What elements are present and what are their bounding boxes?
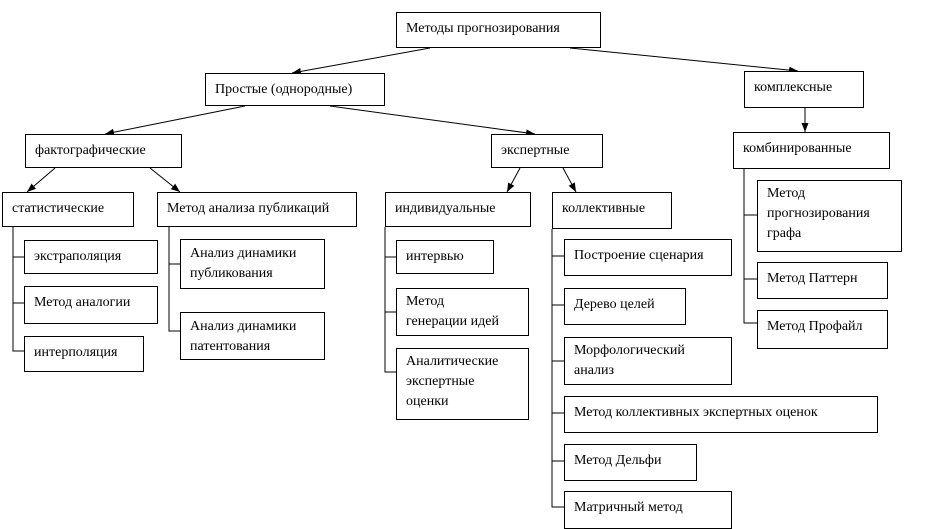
arrow-expert-collective	[562, 167, 577, 193]
bracket-individual	[384, 227, 396, 373]
arrow-simple-factographic	[104, 105, 246, 136]
node-statistical: статистические	[2, 192, 134, 227]
bracket-combined	[743, 169, 757, 324]
node-patent-dynamics: Анализ динамики патентования	[180, 312, 325, 360]
bracket-statistical	[12, 227, 24, 352]
node-graph-forecasting: Метод прогнозирования графа	[757, 180, 902, 252]
node-interview: интервью	[396, 240, 494, 274]
arrow-factographic-publications	[149, 167, 181, 193]
node-idea-generation: Метод генерации идей	[396, 288, 529, 336]
node-expert: экспертные	[491, 134, 603, 168]
node-analogy-method: Метод аналогии	[24, 286, 158, 324]
node-individual: индивидуальные	[385, 192, 531, 227]
bracket-collective	[551, 229, 564, 508]
node-matrix-method: Матричный метод	[564, 491, 732, 529]
node-profile-method: Метод Профайл	[757, 310, 888, 349]
bracket-publications	[168, 227, 180, 332]
node-analytical-estimates: Аналитические экспертные оценки	[396, 348, 529, 420]
arrow-factographic-statistical	[26, 167, 56, 193]
node-morphological-analysis: Морфологический анализ	[564, 337, 732, 385]
node-interpolation: интерполяция	[24, 336, 144, 372]
arrow-root-simple	[291, 47, 431, 75]
node-complex: комплексные	[744, 71, 864, 108]
arrow-expert-individual	[506, 167, 521, 193]
node-forecasting-methods: Методы прогнозирования	[396, 12, 601, 48]
node-publication-analysis: Метод анализа публикаций	[157, 192, 357, 227]
arrow-simple-expert	[329, 105, 536, 137]
node-goal-tree: Дерево целей	[564, 288, 686, 325]
node-collective: коллективные	[552, 192, 672, 229]
arrow-root-complex	[569, 47, 799, 74]
node-pattern-method: Метод Паттерн	[757, 262, 888, 299]
node-publication-dynamics: Анализ динамики публикования	[180, 239, 325, 289]
node-extrapolation: экстраполяция	[24, 240, 158, 274]
node-delphi-method: Метод Дельфи	[564, 444, 697, 481]
node-simple: Простые (однородные)	[205, 73, 385, 106]
node-collective-estimates: Метод коллективных экспертных оценок	[564, 396, 878, 433]
node-factographic: фактографические	[25, 134, 182, 168]
node-scenario-building: Построение сценария	[564, 239, 732, 276]
node-combined: комбинированные	[733, 132, 890, 169]
